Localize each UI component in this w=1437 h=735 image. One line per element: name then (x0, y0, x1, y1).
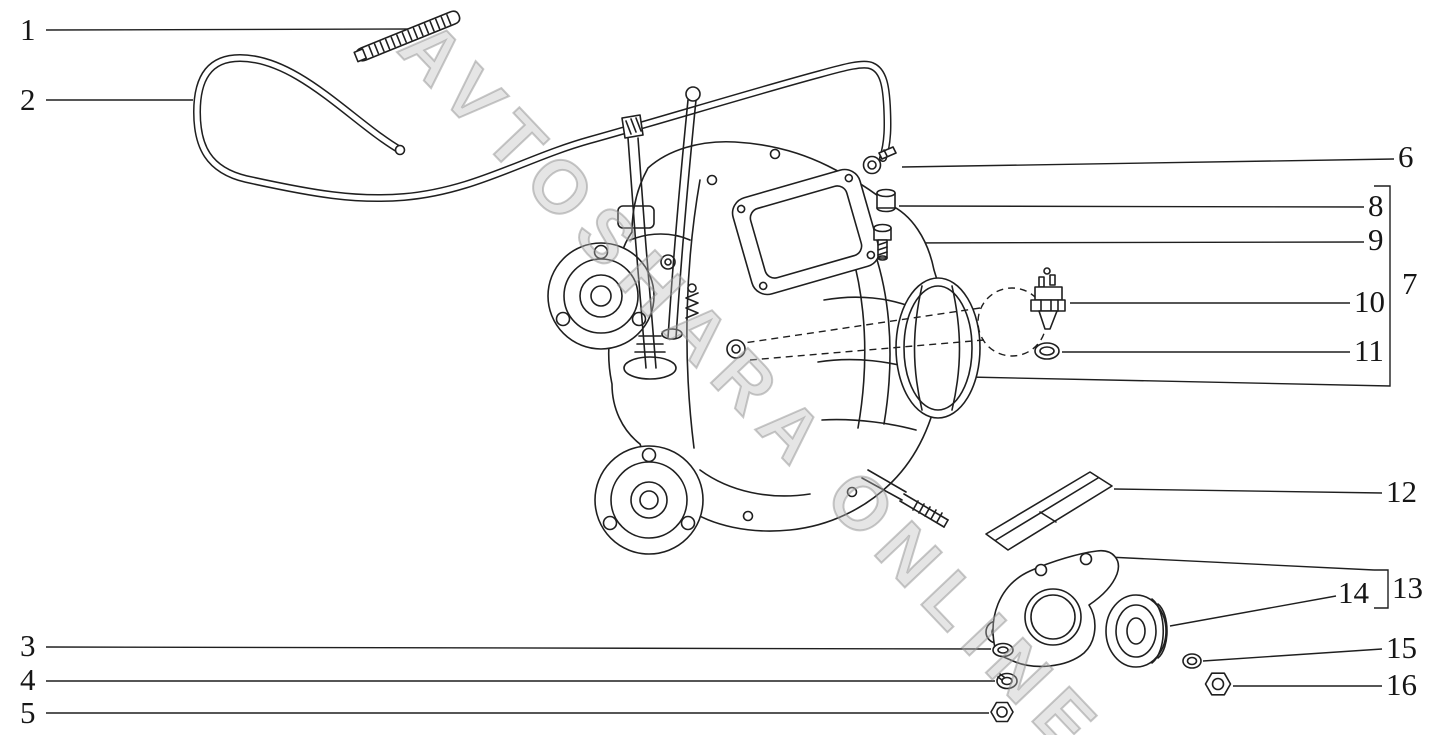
lockwasher-part-4 (996, 672, 1018, 690)
callout-2: 2 (20, 82, 36, 117)
callout-11: 11 (1354, 333, 1384, 368)
callout-16: 16 (1386, 667, 1417, 702)
nut-part-5 (990, 701, 1014, 723)
callout-7: 7 (1402, 266, 1418, 301)
sleeve-part (876, 188, 896, 213)
callout-5: 5 (20, 695, 36, 730)
bracket-group-7 (967, 185, 1391, 387)
top-cover-plate (731, 168, 881, 296)
mounting-stud (861, 469, 949, 528)
washer-part-15 (1182, 653, 1202, 669)
sensor-part (1030, 267, 1066, 330)
output-drum (895, 277, 981, 419)
callout-15: 15 (1386, 630, 1417, 665)
callout-1: 1 (20, 12, 36, 47)
leader-lines (45, 28, 1395, 714)
strap-part (353, 10, 461, 63)
clamp-part (862, 146, 897, 175)
nut-part-16 (1204, 672, 1232, 696)
oring-part (1034, 342, 1060, 360)
support-mount-part (985, 550, 1120, 668)
front-flange-upper (547, 242, 655, 350)
callout-6: 6 (1398, 139, 1414, 174)
callout-13: 13 (1392, 570, 1423, 605)
callout-9: 9 (1368, 222, 1384, 257)
washer-part-3 (992, 642, 1014, 658)
breather-hose-part (192, 53, 892, 203)
callout-14: 14 (1338, 575, 1369, 610)
callout-3: 3 (20, 628, 36, 663)
flat-bracket-part (985, 471, 1113, 551)
callout-10: 10 (1354, 284, 1385, 319)
bracket-group-13 (1374, 569, 1389, 609)
callout-12: 12 (1386, 474, 1417, 509)
callout-8: 8 (1368, 188, 1384, 223)
bolt-part (873, 223, 892, 261)
bushing-part (1105, 594, 1168, 668)
callout-4: 4 (20, 662, 36, 697)
gearbox-assembly (547, 86, 981, 555)
shift-levers (621, 86, 701, 380)
front-flange-lower (594, 445, 704, 555)
sensor-boss (726, 339, 746, 359)
